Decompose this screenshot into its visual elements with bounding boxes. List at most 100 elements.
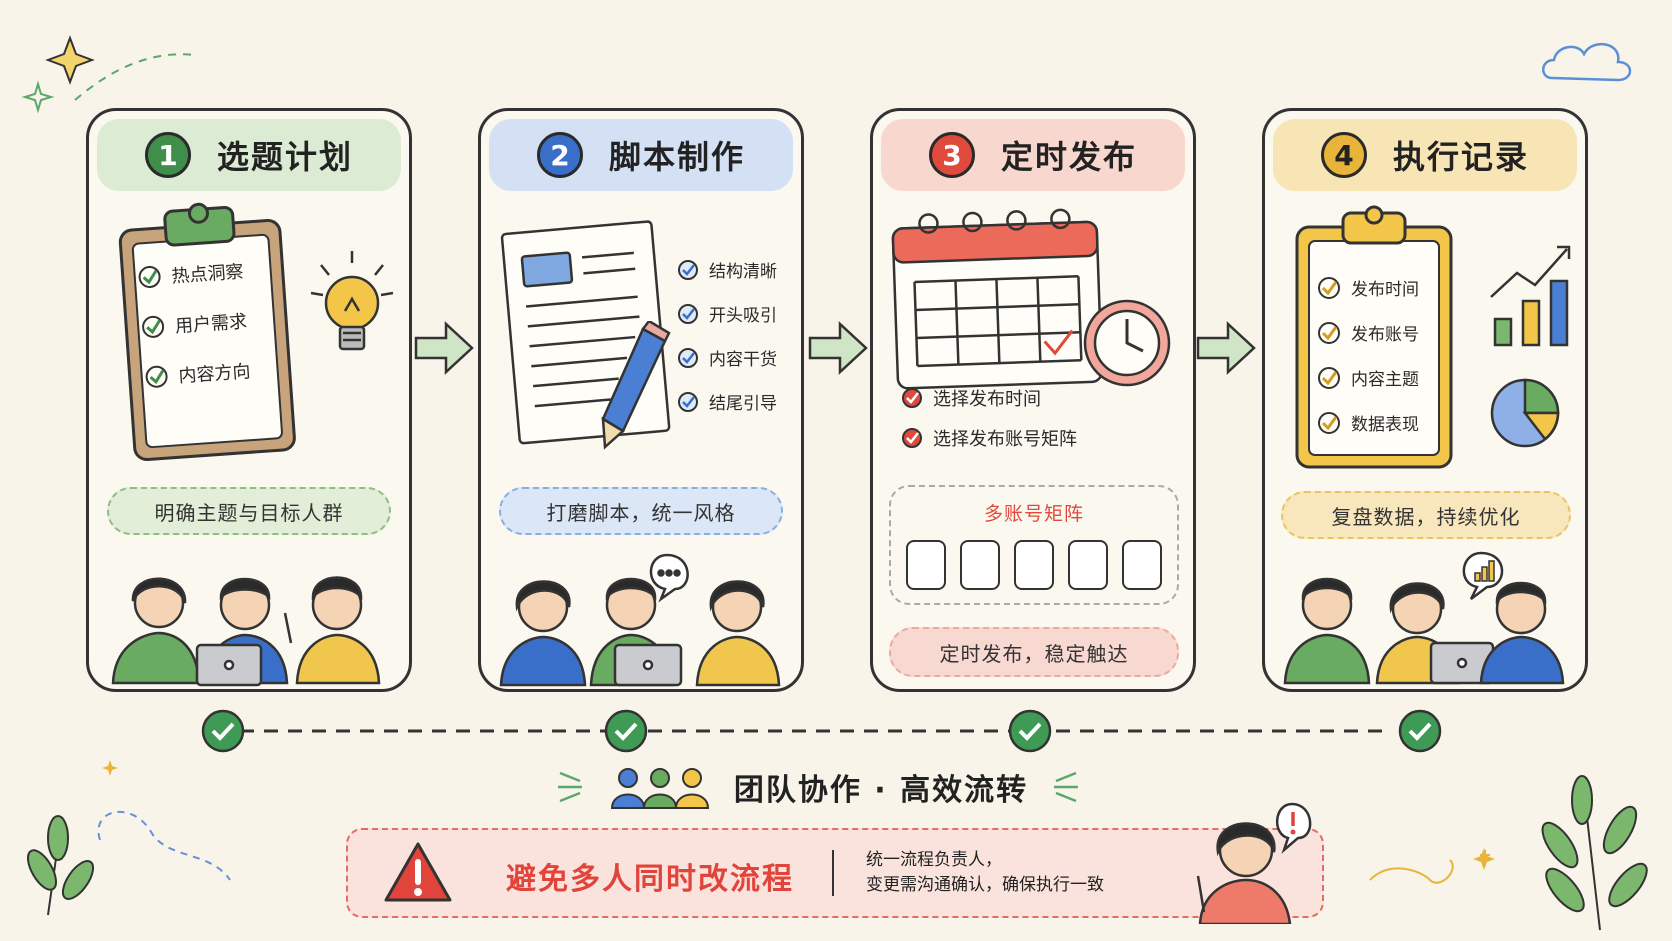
plant-right-icon (1541, 775, 1648, 931)
checklist-label: 发布账号 (1351, 325, 1419, 345)
check-circle-icon (678, 391, 698, 412)
step-summary-2: 打磨脚本，统一风格 (499, 487, 783, 535)
warning-title: 避免多人同时改流程 (506, 862, 794, 897)
checklist-label: 内容方向 (177, 361, 252, 388)
checklist-label: 结尾引导 (709, 394, 777, 414)
checklist-label: 结构清晰 (709, 262, 777, 282)
check-circle-icon (138, 265, 161, 288)
checklist-item: 发布时间 (1317, 275, 1419, 300)
step-checklist-3: 选择发布时间 选择发布账号矩阵 (901, 385, 1077, 451)
checklist-label: 内容干货 (709, 350, 777, 370)
checkpoint-check-icon (201, 709, 245, 753)
checklist-item: 用户需求 (140, 307, 248, 340)
flow-arrow-icon (808, 321, 868, 375)
step-number-3: 3 (928, 132, 975, 178)
step-summary-3: 定时发布，稳定触达 (889, 627, 1179, 677)
team-label: 团队协作 · 高效流转 (733, 773, 1029, 808)
team-icon (610, 768, 709, 809)
warning-icon (384, 842, 452, 902)
checklist-label: 内容主题 (1351, 370, 1419, 390)
step-card-4: 4 执行记录 发布时间 发布账号 内容主题 数据表现 (1262, 108, 1588, 692)
account-slot (906, 540, 946, 590)
cloud-icon (1542, 42, 1632, 82)
checklist-item: 选择发布账号矩阵 (901, 425, 1077, 451)
checklist-label: 发布时间 (1351, 280, 1419, 300)
sparkle-tiny-icon (102, 760, 118, 776)
checkpoint-check-icon (1008, 709, 1052, 753)
step-header-4: 4 执行记录 (1273, 119, 1577, 191)
flow-arrow-icon (1196, 321, 1256, 375)
check-circle-icon (1318, 411, 1340, 434)
checklist-item: 结构清晰 (677, 257, 777, 282)
pencil-icon (601, 321, 671, 450)
checklist-label: 热点洞察 (170, 261, 245, 288)
step-card-1: 1 选题计划 热点洞察 用户需求 内容方向 (86, 108, 412, 692)
check-circle-icon (902, 388, 922, 408)
checklist-item: 内容方向 (144, 357, 252, 390)
step-number-4: 4 (1320, 132, 1367, 178)
account-slot (1122, 540, 1162, 590)
sparkle-plus-icon (1480, 850, 1490, 860)
checklist-label: 用户需求 (174, 311, 248, 338)
step-summary-4: 复盘数据，持续优化 (1281, 491, 1571, 539)
sparkle-lines-icon (1054, 771, 1079, 803)
check-circle-icon (1318, 366, 1340, 389)
account-slot (1068, 540, 1108, 590)
warning-detail-line: 变更需沟通确认，确保执行一致 (866, 875, 1104, 895)
swirl-yellow-decor (1369, 859, 1454, 884)
check-circle-icon (902, 428, 922, 448)
plant-left-icon (27, 815, 95, 916)
step-title-4: 执行记录 (1392, 138, 1529, 176)
calendar-icon (891, 208, 1171, 390)
account-matrix-label: 多账号矩阵 (983, 503, 1084, 525)
account-slot (960, 540, 1000, 590)
warning-banner: 避免多人同时改流程 统一流程负责人， 变更需沟通确认，确保执行一致 (346, 828, 1324, 918)
account-slot (1014, 540, 1054, 590)
step-summary-1: 明确主题与目标人群 (107, 487, 391, 535)
pie-chart-icon (1490, 378, 1560, 448)
team-banner: 团队协作 · 高效流转 (548, 762, 1088, 812)
step-card-3: 3 定时发布 (870, 108, 1196, 692)
checklist-item: 内容主题 (1317, 365, 1419, 390)
team-people-illustration (1283, 551, 1565, 685)
step-checklist-2: 结构清晰 开头吸引 内容干货 结尾引导 (677, 257, 777, 414)
check-circle-icon (142, 315, 165, 338)
step-card-2: 2 脚本制作 结构清晰 开头吸引 内容干货 (478, 108, 804, 692)
checkpoint-check-icon (604, 709, 648, 753)
step-checklist-1: 热点洞察 用户需求 内容方向 (137, 257, 252, 390)
step-header-1: 1 选题计划 (97, 119, 401, 191)
warning-detail-line: 统一流程负责人， (866, 850, 1002, 870)
sparkle-small-icon (21, 80, 55, 114)
account-slot-row (891, 540, 1177, 590)
step-checklist-4: 发布时间 发布账号 内容主题 数据表现 (1317, 275, 1419, 435)
checklist-item: 开头吸引 (677, 301, 777, 326)
check-circle-icon (1318, 321, 1340, 344)
step-header-3: 3 定时发布 (881, 119, 1185, 191)
flow-arrow-icon (414, 321, 474, 375)
checklist-item: 选择发布时间 (901, 385, 1077, 411)
checklist-label: 选择发布账号矩阵 (933, 429, 1077, 450)
lightbulb-icon (310, 251, 394, 351)
dashed-swirl-decor (97, 811, 231, 881)
warning-detail: 统一流程负责人， 变更需沟通确认，确保执行一致 (866, 848, 1104, 898)
step-number-1: 1 (144, 132, 191, 178)
clipboard-icon (1295, 205, 1453, 469)
checklist-item: 热点洞察 (137, 257, 245, 290)
warning-divider (832, 850, 834, 896)
checkpoint-check-icon (1398, 709, 1442, 753)
checklist-label: 选择发布时间 (933, 389, 1041, 410)
account-matrix-box: 多账号矩阵 (889, 485, 1179, 605)
checklist-label: 数据表现 (1351, 415, 1419, 435)
dashed-swirl-decor (74, 53, 196, 101)
clipboard-icon (118, 202, 296, 461)
checklist-item: 发布账号 (1317, 320, 1419, 345)
step-title-3: 定时发布 (1000, 138, 1137, 176)
checklist-item: 内容干货 (677, 345, 777, 370)
check-circle-icon (678, 347, 698, 368)
team-people-illustration (111, 576, 381, 687)
check-circle-icon (678, 259, 698, 280)
step-title-1: 选题计划 (216, 138, 353, 176)
sparkle-lines-icon (557, 771, 582, 803)
checklist-label: 开头吸引 (709, 306, 777, 326)
